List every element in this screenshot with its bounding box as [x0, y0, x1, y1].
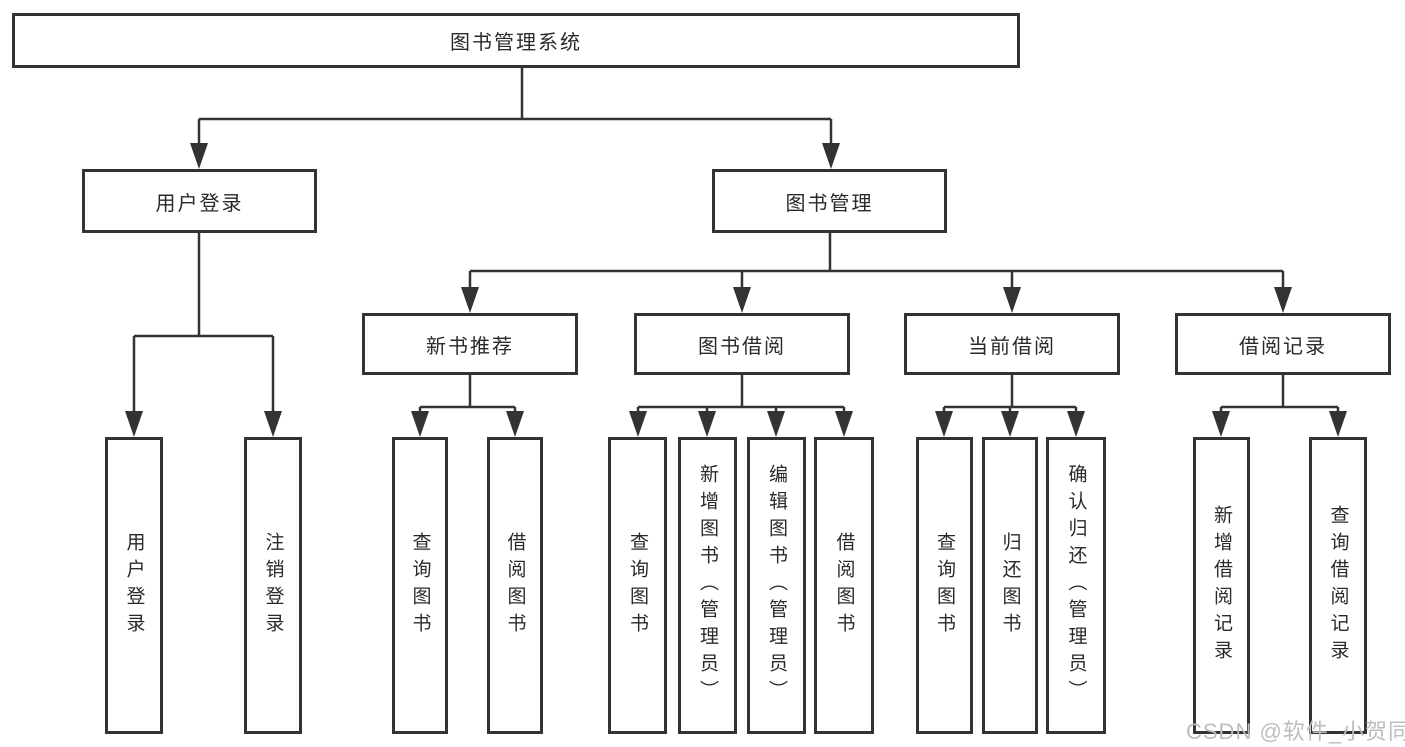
leaf-current-query-books-label: 查询图书 — [934, 531, 955, 640]
leaf-borrow-books: 借阅图书 — [814, 437, 874, 734]
leaf-add-books-admin: 新增图书（管理员） — [678, 437, 737, 734]
leaf-add-borrow-record-label: 新增借阅记录 — [1211, 504, 1232, 667]
leaf-query-borrow-record: 查询借阅记录 — [1309, 437, 1367, 734]
node-borrowing-records-label: 借阅记录 — [1239, 335, 1327, 358]
leaf-logout-label: 注销登录 — [262, 531, 284, 640]
leaf-add-borrow-record: 新增借阅记录 — [1193, 437, 1250, 734]
csdn-watermark: CSDN @软件_小贺同学 — [1186, 719, 1405, 744]
leaf-confirm-return-admin-label: 确认归还（管理员） — [1065, 464, 1087, 707]
node-book-management-label: 图书管理 — [785, 192, 874, 215]
leaf-edit-books-admin-label: 编辑图书（管理员） — [766, 464, 787, 707]
leaf-user-login-label: 用户登录 — [123, 531, 145, 640]
connector-book-mgmt-split — [461, 233, 1292, 313]
connector-book-borrow-split — [629, 375, 853, 437]
node-root-label: 图书管理系统 — [450, 32, 582, 54]
leaf-edit-books-admin: 编辑图书（管理员） — [747, 437, 806, 734]
connector-borrow-records-split — [1212, 375, 1347, 437]
leaf-newbooks-borrow-books-label: 借阅图书 — [504, 531, 526, 640]
leaf-borrow-query-books-label: 查询图书 — [627, 531, 648, 640]
leaf-return-books-label: 归还图书 — [999, 531, 1021, 640]
node-user-login: 用户登录 — [82, 169, 317, 233]
leaf-user-login: 用户登录 — [105, 437, 163, 734]
connector-user-login-split — [125, 233, 282, 437]
node-borrowing-records: 借阅记录 — [1175, 313, 1391, 375]
node-current-borrowing-label: 当前借阅 — [968, 335, 1056, 358]
node-book-management: 图书管理 — [712, 169, 947, 233]
node-root-system: 图书管理系统 — [12, 13, 1020, 68]
node-book-borrowing: 图书借阅 — [634, 313, 850, 375]
node-new-book-recommend: 新书推荐 — [362, 313, 578, 375]
leaf-confirm-return-admin: 确认归还（管理员） — [1046, 437, 1106, 734]
leaf-borrow-books-label: 借阅图书 — [833, 531, 855, 640]
connector-root-split — [190, 68, 840, 169]
leaf-query-borrow-record-label: 查询借阅记录 — [1327, 504, 1349, 667]
leaf-return-books: 归还图书 — [982, 437, 1038, 734]
leaf-borrow-query-books: 查询图书 — [608, 437, 667, 734]
connector-new-books-split — [411, 375, 524, 437]
node-user-login-label: 用户登录 — [155, 192, 244, 215]
leaf-current-query-books: 查询图书 — [916, 437, 973, 734]
leaf-add-books-admin-label: 新增图书（管理员） — [697, 464, 718, 707]
leaf-newbooks-query-books-label: 查询图书 — [409, 531, 431, 640]
node-new-book-recommend-label: 新书推荐 — [426, 335, 514, 358]
node-book-borrowing-label: 图书借阅 — [698, 335, 786, 358]
node-current-borrowing: 当前借阅 — [904, 313, 1120, 375]
leaf-newbooks-query-books: 查询图书 — [392, 437, 448, 734]
connector-current-borrow-split — [935, 375, 1085, 437]
leaf-newbooks-borrow-books: 借阅图书 — [487, 437, 543, 734]
leaf-logout: 注销登录 — [244, 437, 302, 734]
